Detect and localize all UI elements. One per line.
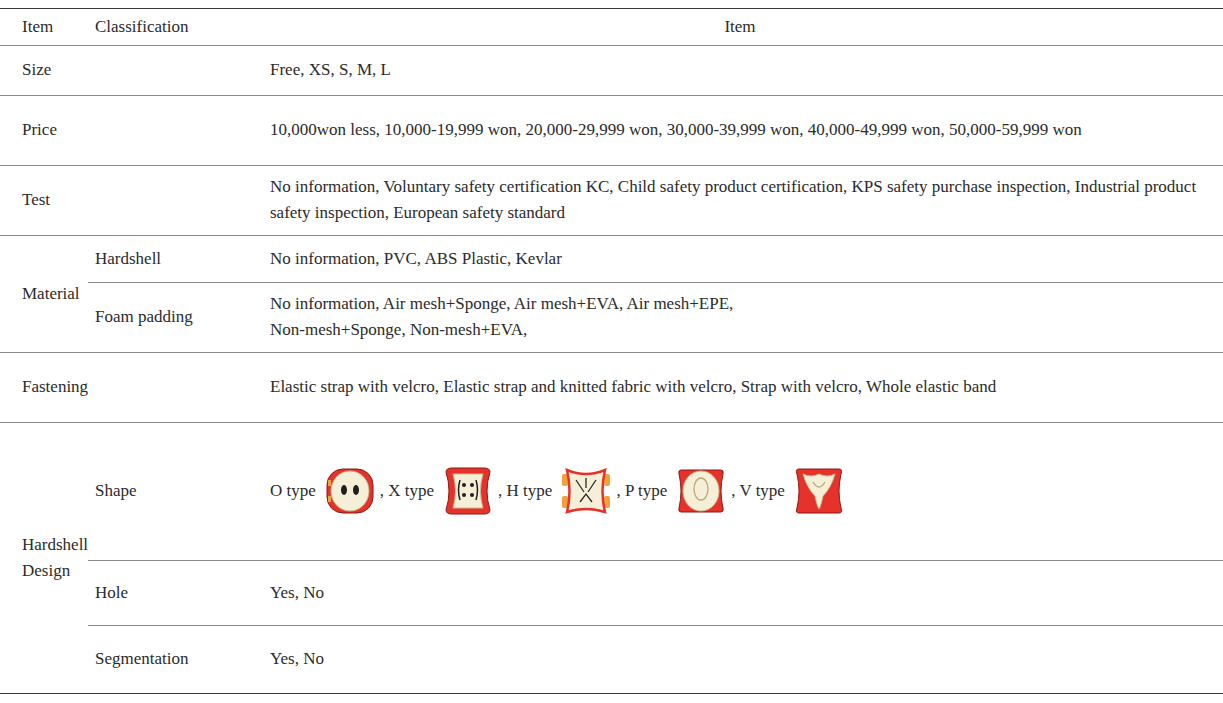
table-rule [0, 422, 1223, 423]
shape-row: O type , X type , H type , P type , V ty… [270, 422, 849, 560]
class-text: Shape [95, 478, 137, 504]
header-text: Item [22, 14, 53, 40]
item-text: Test [22, 187, 50, 213]
shape-label: O type [270, 481, 316, 501]
kneepad-h-icon [560, 466, 612, 516]
value-text: Free, XS, S, M, L [270, 57, 391, 83]
value-text: Yes, No [270, 580, 324, 606]
class-text: Hole [95, 580, 128, 606]
table-rule [0, 352, 1223, 353]
item-cell: Fastening [22, 352, 88, 422]
table-rule [0, 235, 1223, 236]
table-rule [88, 282, 1223, 283]
kneepad-o-icon [324, 466, 376, 516]
item-cell: Price [22, 95, 57, 165]
table-rule [88, 625, 1223, 626]
value-text: 10,000won less, 10,000-19,999 won, 20,00… [270, 117, 1082, 143]
value-text: Elastic strap with velcro, Elastic strap… [270, 374, 996, 400]
shape-label: , X type [380, 481, 434, 501]
shape-label: , H type [498, 481, 552, 501]
class-cell: Hardshell [95, 235, 161, 282]
value-cell: No information, PVC, ABS Plastic, Kevlar [270, 235, 1200, 282]
class-cell: Hole [95, 560, 128, 625]
table-rule [0, 8, 1223, 9]
value-cell: Free, XS, S, M, L [270, 45, 1200, 95]
header-cell: Item [22, 8, 53, 45]
table-rule [88, 560, 1223, 561]
value-cell: Elastic strap with velcro, Elastic strap… [270, 352, 1205, 422]
value-text: No information, Air mesh+Sponge, Air mes… [270, 291, 740, 343]
item-cell: Size [22, 45, 51, 95]
item-text: Price [22, 117, 57, 143]
class-cell: Shape [95, 422, 137, 560]
kneepad-p-icon [675, 466, 727, 516]
value-cell: No information, Voluntary safety certifi… [270, 165, 1205, 235]
value-cell: Yes, No [270, 625, 324, 693]
class-text: Hardshell [95, 246, 161, 272]
class-cell: Segmentation [95, 625, 188, 693]
value-text: No information, Voluntary safety certifi… [270, 174, 1205, 226]
shape-label: , V type [731, 481, 785, 501]
table-rule [0, 45, 1223, 46]
value-cell: 10,000won less, 10,000-19,999 won, 20,00… [270, 95, 1100, 165]
class-text: Segmentation [95, 646, 188, 672]
table-rule [0, 95, 1223, 96]
item-cell: Material [22, 235, 80, 352]
table-rule [0, 693, 1223, 694]
value-cell: Yes, No [270, 560, 324, 625]
header-cell: Classification [95, 8, 188, 45]
table-rule [0, 165, 1223, 166]
kneepad-x-icon [442, 466, 494, 516]
class-cell: Foam padding [95, 282, 193, 352]
item-text: Fastening [22, 374, 88, 400]
header-text: Classification [95, 14, 188, 40]
class-text: Foam padding [95, 304, 193, 330]
header-text: Item [724, 14, 755, 40]
item-text: Hardshell Design [22, 532, 88, 584]
value-cell: No information, Air mesh+Sponge, Air mes… [270, 282, 740, 352]
kneepad-v-icon [793, 466, 845, 516]
item-text: Material [22, 281, 80, 307]
header-cell: Item [270, 8, 1210, 45]
value-text: No information, PVC, ABS Plastic, Kevlar [270, 246, 562, 272]
item-cell: Test [22, 165, 50, 235]
shape-label: , P type [616, 481, 667, 501]
item-text: Size [22, 57, 51, 83]
item-cell: Hardshell Design [22, 422, 88, 693]
value-text: Yes, No [270, 646, 324, 672]
